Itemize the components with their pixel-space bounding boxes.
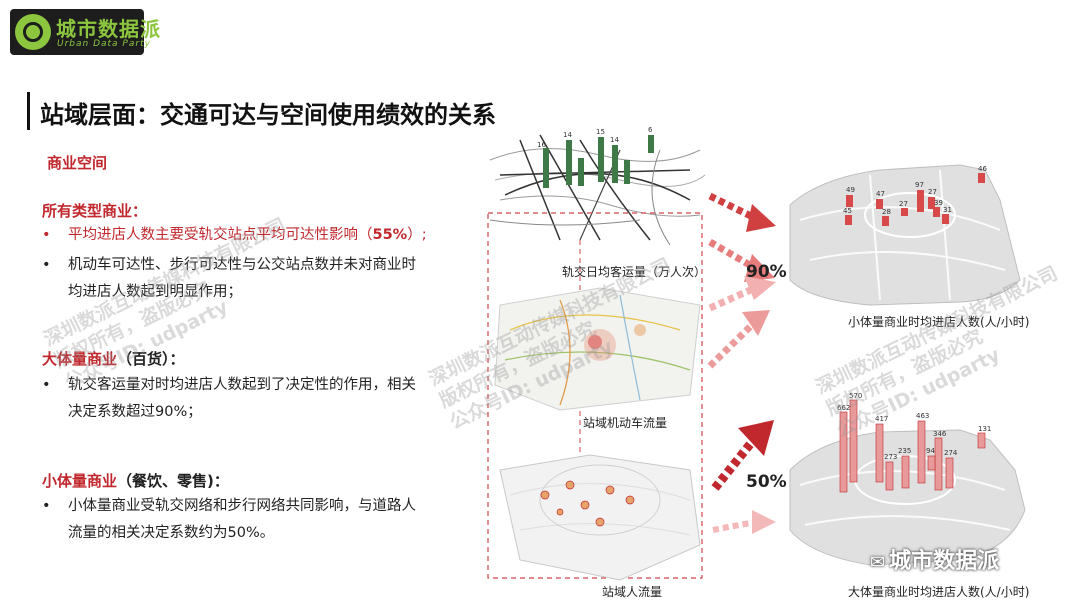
transit-bar <box>648 135 654 153</box>
transit-bar-label: 15 <box>596 128 605 136</box>
logo-name: 城市数据派 <box>56 17 161 41</box>
logo-badge-icon <box>15 14 51 50</box>
arrow-to-large-map <box>711 420 776 534</box>
percent-50-label: 50% <box>746 472 787 492</box>
small-value-label: 28 <box>882 208 891 216</box>
small-value-label: 27 <box>899 200 908 208</box>
pedestrian-flow-map <box>499 454 701 581</box>
all-types-bullet-2: •机动车可达性、步行可达性与公交站点数并未对商业时均进店人数起到明显作用； <box>42 257 416 300</box>
large-value-label: 417 <box>875 415 888 423</box>
small-value-label: 47 <box>876 190 885 198</box>
small-commerce-map: 46 49 47 97 27 39 45 28 27 31 <box>789 164 1021 306</box>
large-value-label: 346 <box>933 430 947 438</box>
transit-bar <box>612 145 618 183</box>
percent-90-label: 90% <box>746 262 787 282</box>
transit-network-map: 16 14 15 14 6 <box>489 126 706 246</box>
transit-bar <box>624 160 630 184</box>
layer-guide-frame <box>487 212 703 579</box>
large-value-label: 274 <box>944 449 958 457</box>
large-commerce-map: 570 662 417 463 346 131 273 235 94 274 <box>789 392 1026 566</box>
title-accent-bar <box>27 92 30 130</box>
small-value-label: 45 <box>843 207 852 215</box>
large-value-label: 463 <box>916 412 929 420</box>
large-heading: 大体量商业（百货）： <box>42 350 185 368</box>
arrow-to-small-map <box>707 192 776 369</box>
transit-bar <box>543 148 549 188</box>
large-bullet: •轨交客运量对时均进店人数起到了决定性的作用，相关决定系数超过90%； <box>42 377 416 420</box>
transit-bar <box>566 140 572 185</box>
small-bullet: •小体量商业受轨交网络和步行网络共同影响，与道路人流量的相关决定系数约为50%。 <box>42 498 416 541</box>
small-value-label: 39 <box>934 199 943 207</box>
small-value-label: 49 <box>846 186 855 194</box>
vehicle-map-label: 站域机动车流量 <box>583 416 668 430</box>
small-value-label: 97 <box>915 181 924 189</box>
transit-bar-label: 14 <box>563 131 572 139</box>
transit-bar-label: 14 <box>610 136 619 144</box>
pedestrian-map-label: 站域人流量 <box>602 585 663 599</box>
all-types-bullet-1: •平均进店人数主要受轨交站点平均可达性影响（55%）; <box>42 227 427 243</box>
brand-logo: 城市数据派 Urban Data Party <box>10 9 160 55</box>
vehicle-flow-map <box>494 287 701 411</box>
transit-bar <box>578 158 584 186</box>
percent-55: 55% <box>372 227 408 243</box>
large-value-label: 131 <box>978 425 991 433</box>
transit-bar <box>598 137 604 182</box>
transit-bar-label: 6 <box>648 126 653 134</box>
section-heading: 商业空间 <box>47 154 108 172</box>
transit-bar-label: 16 <box>537 141 546 149</box>
wechat-icon: ✉ <box>870 552 886 573</box>
transit-map-label: 轨交日均客运量（万人次） <box>562 265 707 279</box>
all-types-heading: 所有类型商业： <box>42 202 148 220</box>
large-value-label: 570 <box>849 392 862 400</box>
large-value-label: 235 <box>898 447 911 455</box>
large-value-label: 94 <box>926 447 935 455</box>
small-value-label: 46 <box>978 165 987 173</box>
wechat-account-mark: ✉城市数据派 <box>870 549 1000 574</box>
page-title: 站域层面：交通可达与空间使用绩效的关系 <box>40 101 496 129</box>
small-value-label: 31 <box>943 206 952 214</box>
logo-subtitle: Urban Data Party <box>57 39 151 49</box>
small-map-label: 小体量商业时均进店人数(人/小时) <box>848 315 1030 329</box>
small-heading: 小体量商业（餐饮、零售)： <box>42 472 229 490</box>
large-map-label: 大体量商业时均进店人数(人/小时) <box>848 585 1030 599</box>
large-value-label: 273 <box>884 453 897 461</box>
small-value-label: 27 <box>928 188 937 196</box>
large-value-label: 662 <box>837 404 850 412</box>
